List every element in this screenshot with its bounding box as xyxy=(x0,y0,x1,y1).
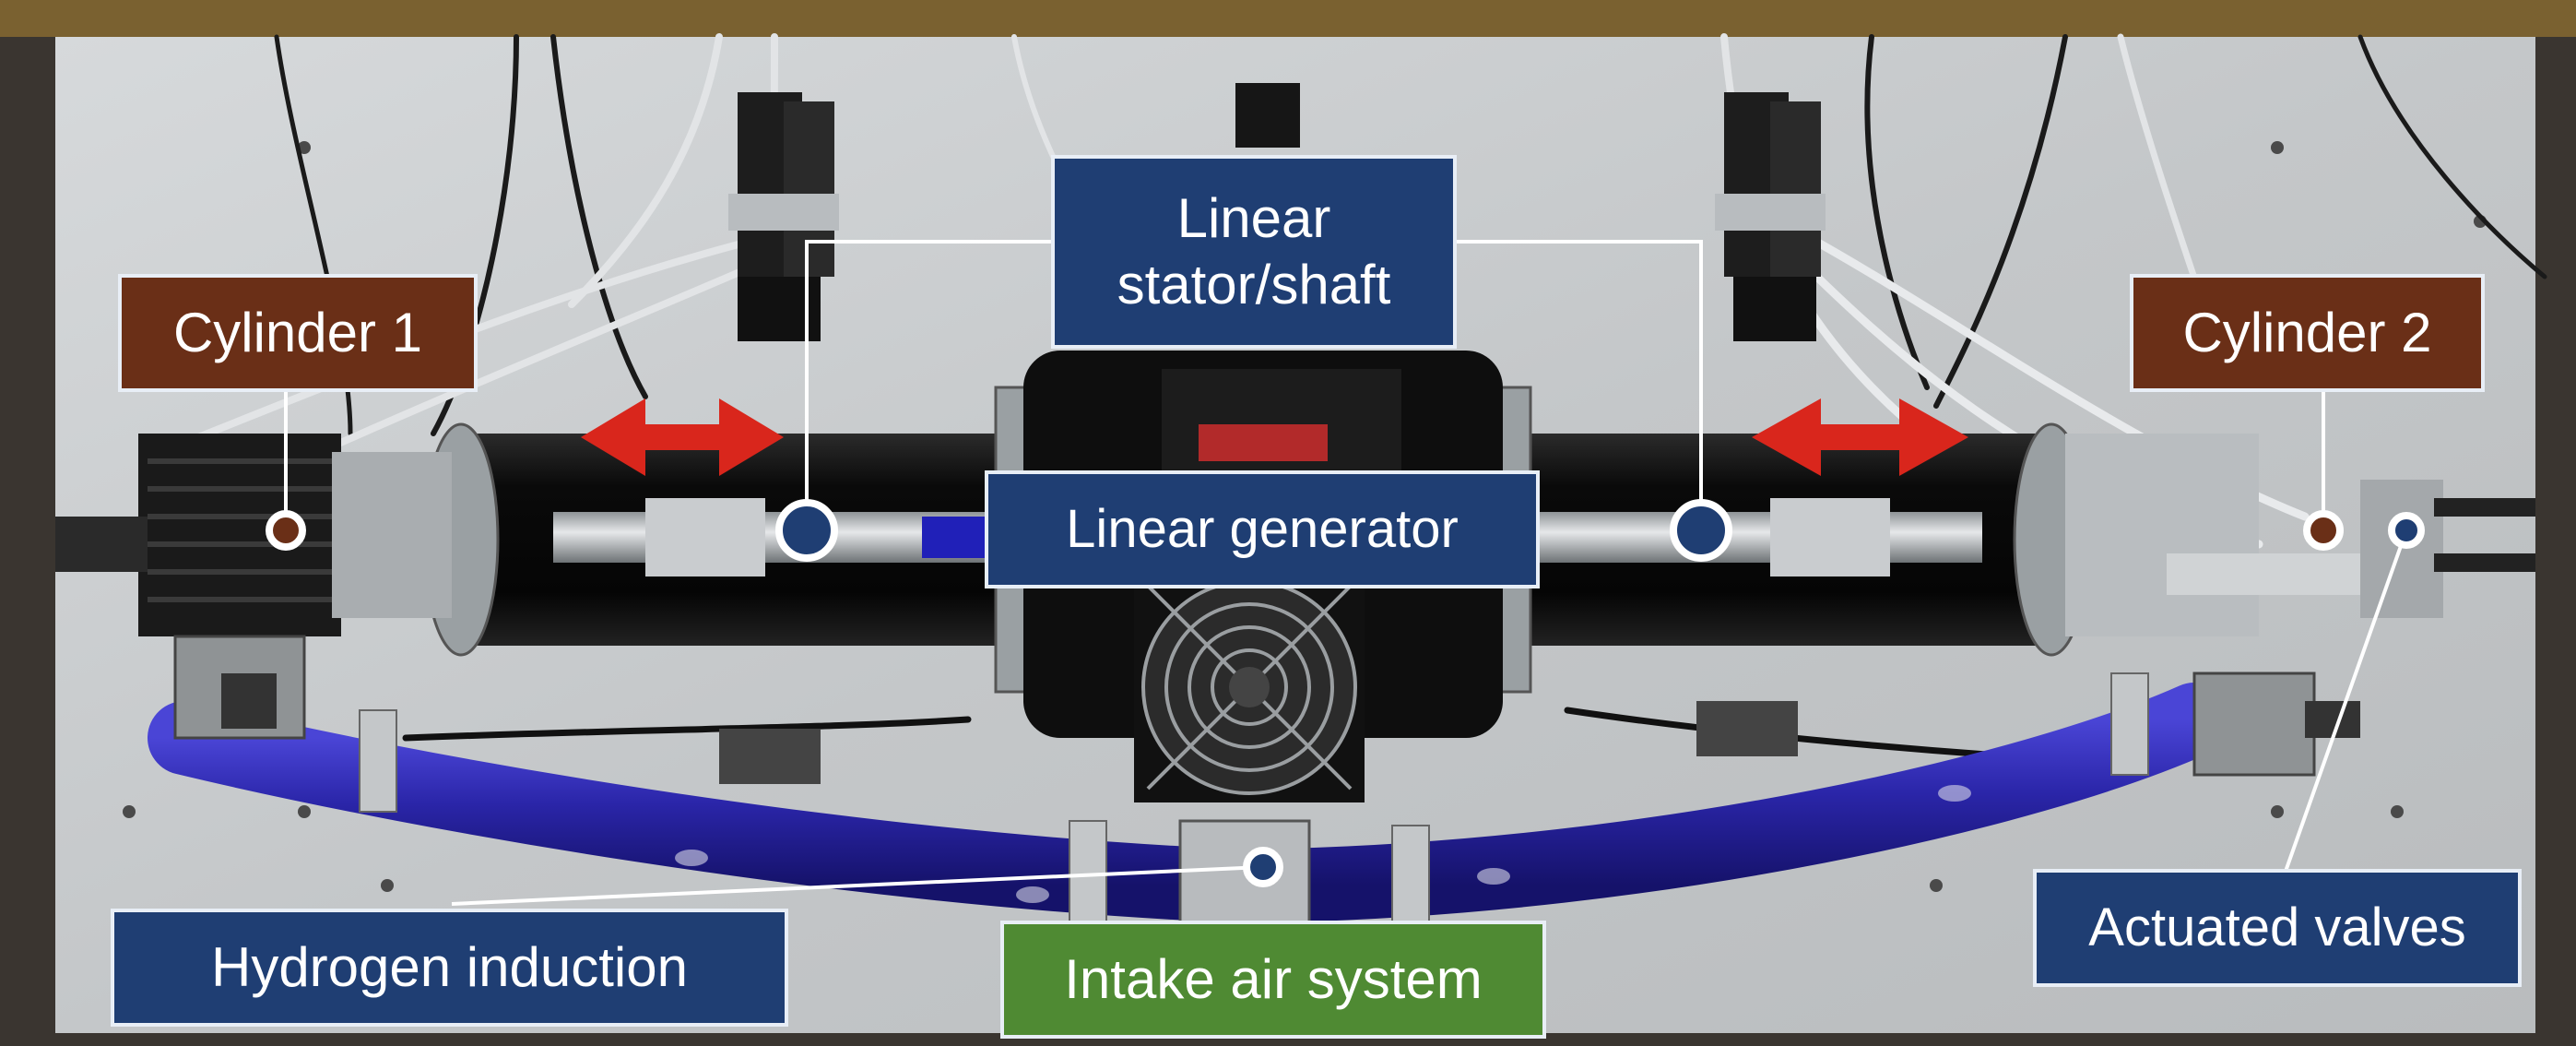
shaft-collar-left xyxy=(645,498,765,576)
intake-air-system-label: Intake air system xyxy=(1000,921,1546,1039)
actuated-valves-label: Actuated valves xyxy=(2033,869,2522,987)
top-connector xyxy=(1235,83,1300,148)
cylinder-1-label-text: Cylinder 1 xyxy=(172,302,423,363)
ignition-coil-left xyxy=(719,729,821,784)
generator-red-label xyxy=(1199,424,1328,461)
throttle-right xyxy=(2192,672,2360,777)
linear-generator-label-text: Linear generator xyxy=(1066,499,1459,560)
linear-generator-label: Linear generator xyxy=(985,470,1540,588)
hydrogen-induction-label-text: Hydrogen induction xyxy=(210,936,688,998)
leader-lines xyxy=(284,240,2408,906)
motion-arrow-right xyxy=(1752,398,1968,476)
intake-hose-left xyxy=(148,701,1263,922)
linear-stator-shaft-label: Linear stator/shaft xyxy=(1051,155,1457,349)
intake-air-system-label-text: Intake air system xyxy=(1064,948,1483,1010)
intake-hose-right xyxy=(1245,683,2231,922)
throttle-left xyxy=(173,635,306,740)
motion-arrow-left xyxy=(581,398,784,476)
callout-dots xyxy=(266,499,2425,887)
valve-block-right xyxy=(1715,92,1826,341)
actuated-valves-label-text: Actuated valves xyxy=(2088,897,2466,958)
ignition-coil-right xyxy=(1696,701,1798,756)
cylinder-2-label-text: Cylinder 2 xyxy=(2182,302,2432,363)
shaft-collar-right xyxy=(1770,498,1890,576)
hose-logos xyxy=(675,785,1971,903)
intake-manifold-center xyxy=(1178,819,1311,933)
linear-stator-shaft-label-text: Linear stator/shaft xyxy=(1117,187,1391,315)
hydrogen-induction-label: Hydrogen induction xyxy=(111,909,788,1027)
valve-block-left xyxy=(728,92,839,341)
cylinder-1-head xyxy=(55,434,452,636)
cylinder-2-assembly xyxy=(2065,434,2535,636)
shaft-right xyxy=(1521,512,1982,563)
top-wood-edge xyxy=(0,0,2576,37)
cylinder-2-label: Cylinder 2 xyxy=(2130,274,2485,392)
cooling-fan xyxy=(1134,572,1365,802)
cylinder-1-label: Cylinder 1 xyxy=(118,274,478,392)
